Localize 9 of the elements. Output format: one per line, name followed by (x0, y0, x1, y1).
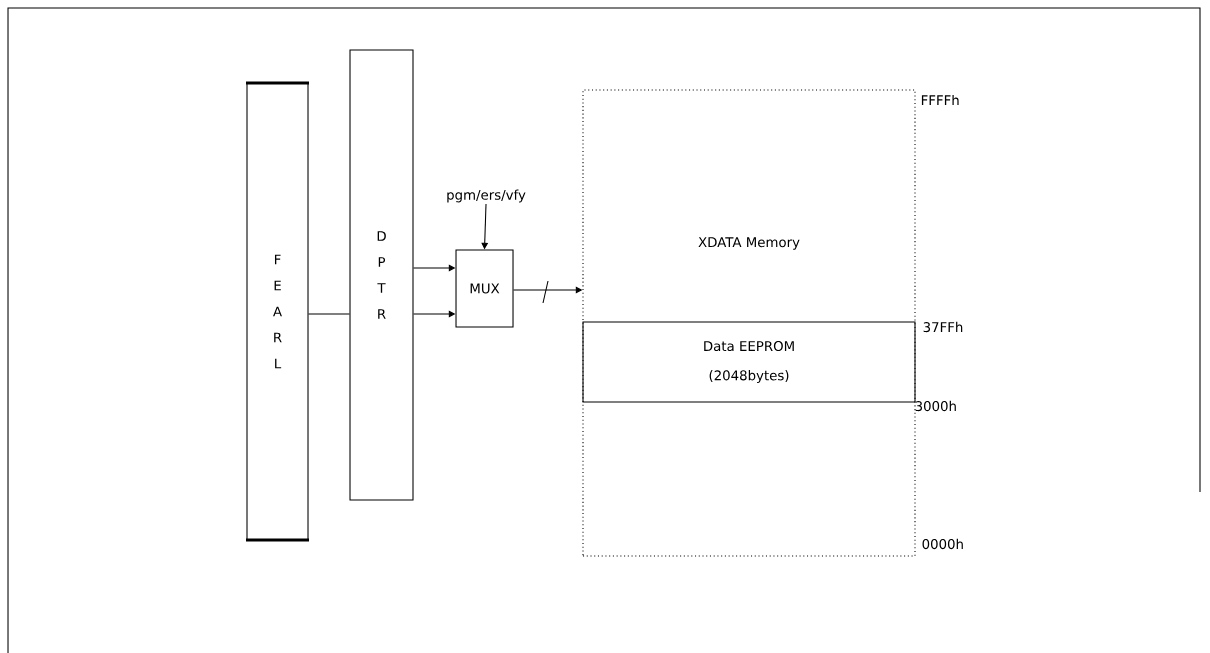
register-bar: D P T R (349, 49, 414, 501)
register-bar: F E A R L (246, 81, 309, 542)
signal-label: pgm/ers/vfy (447, 189, 526, 203)
address-label: 0000h (922, 538, 963, 550)
connector-line (308, 313, 350, 315)
address-label: FFFFh (921, 94, 959, 106)
memory-region-box: Data EEPROM (2048bytes) (582, 321, 916, 403)
address-label: 3000h (915, 400, 956, 412)
mux-box: MUX (455, 249, 514, 328)
